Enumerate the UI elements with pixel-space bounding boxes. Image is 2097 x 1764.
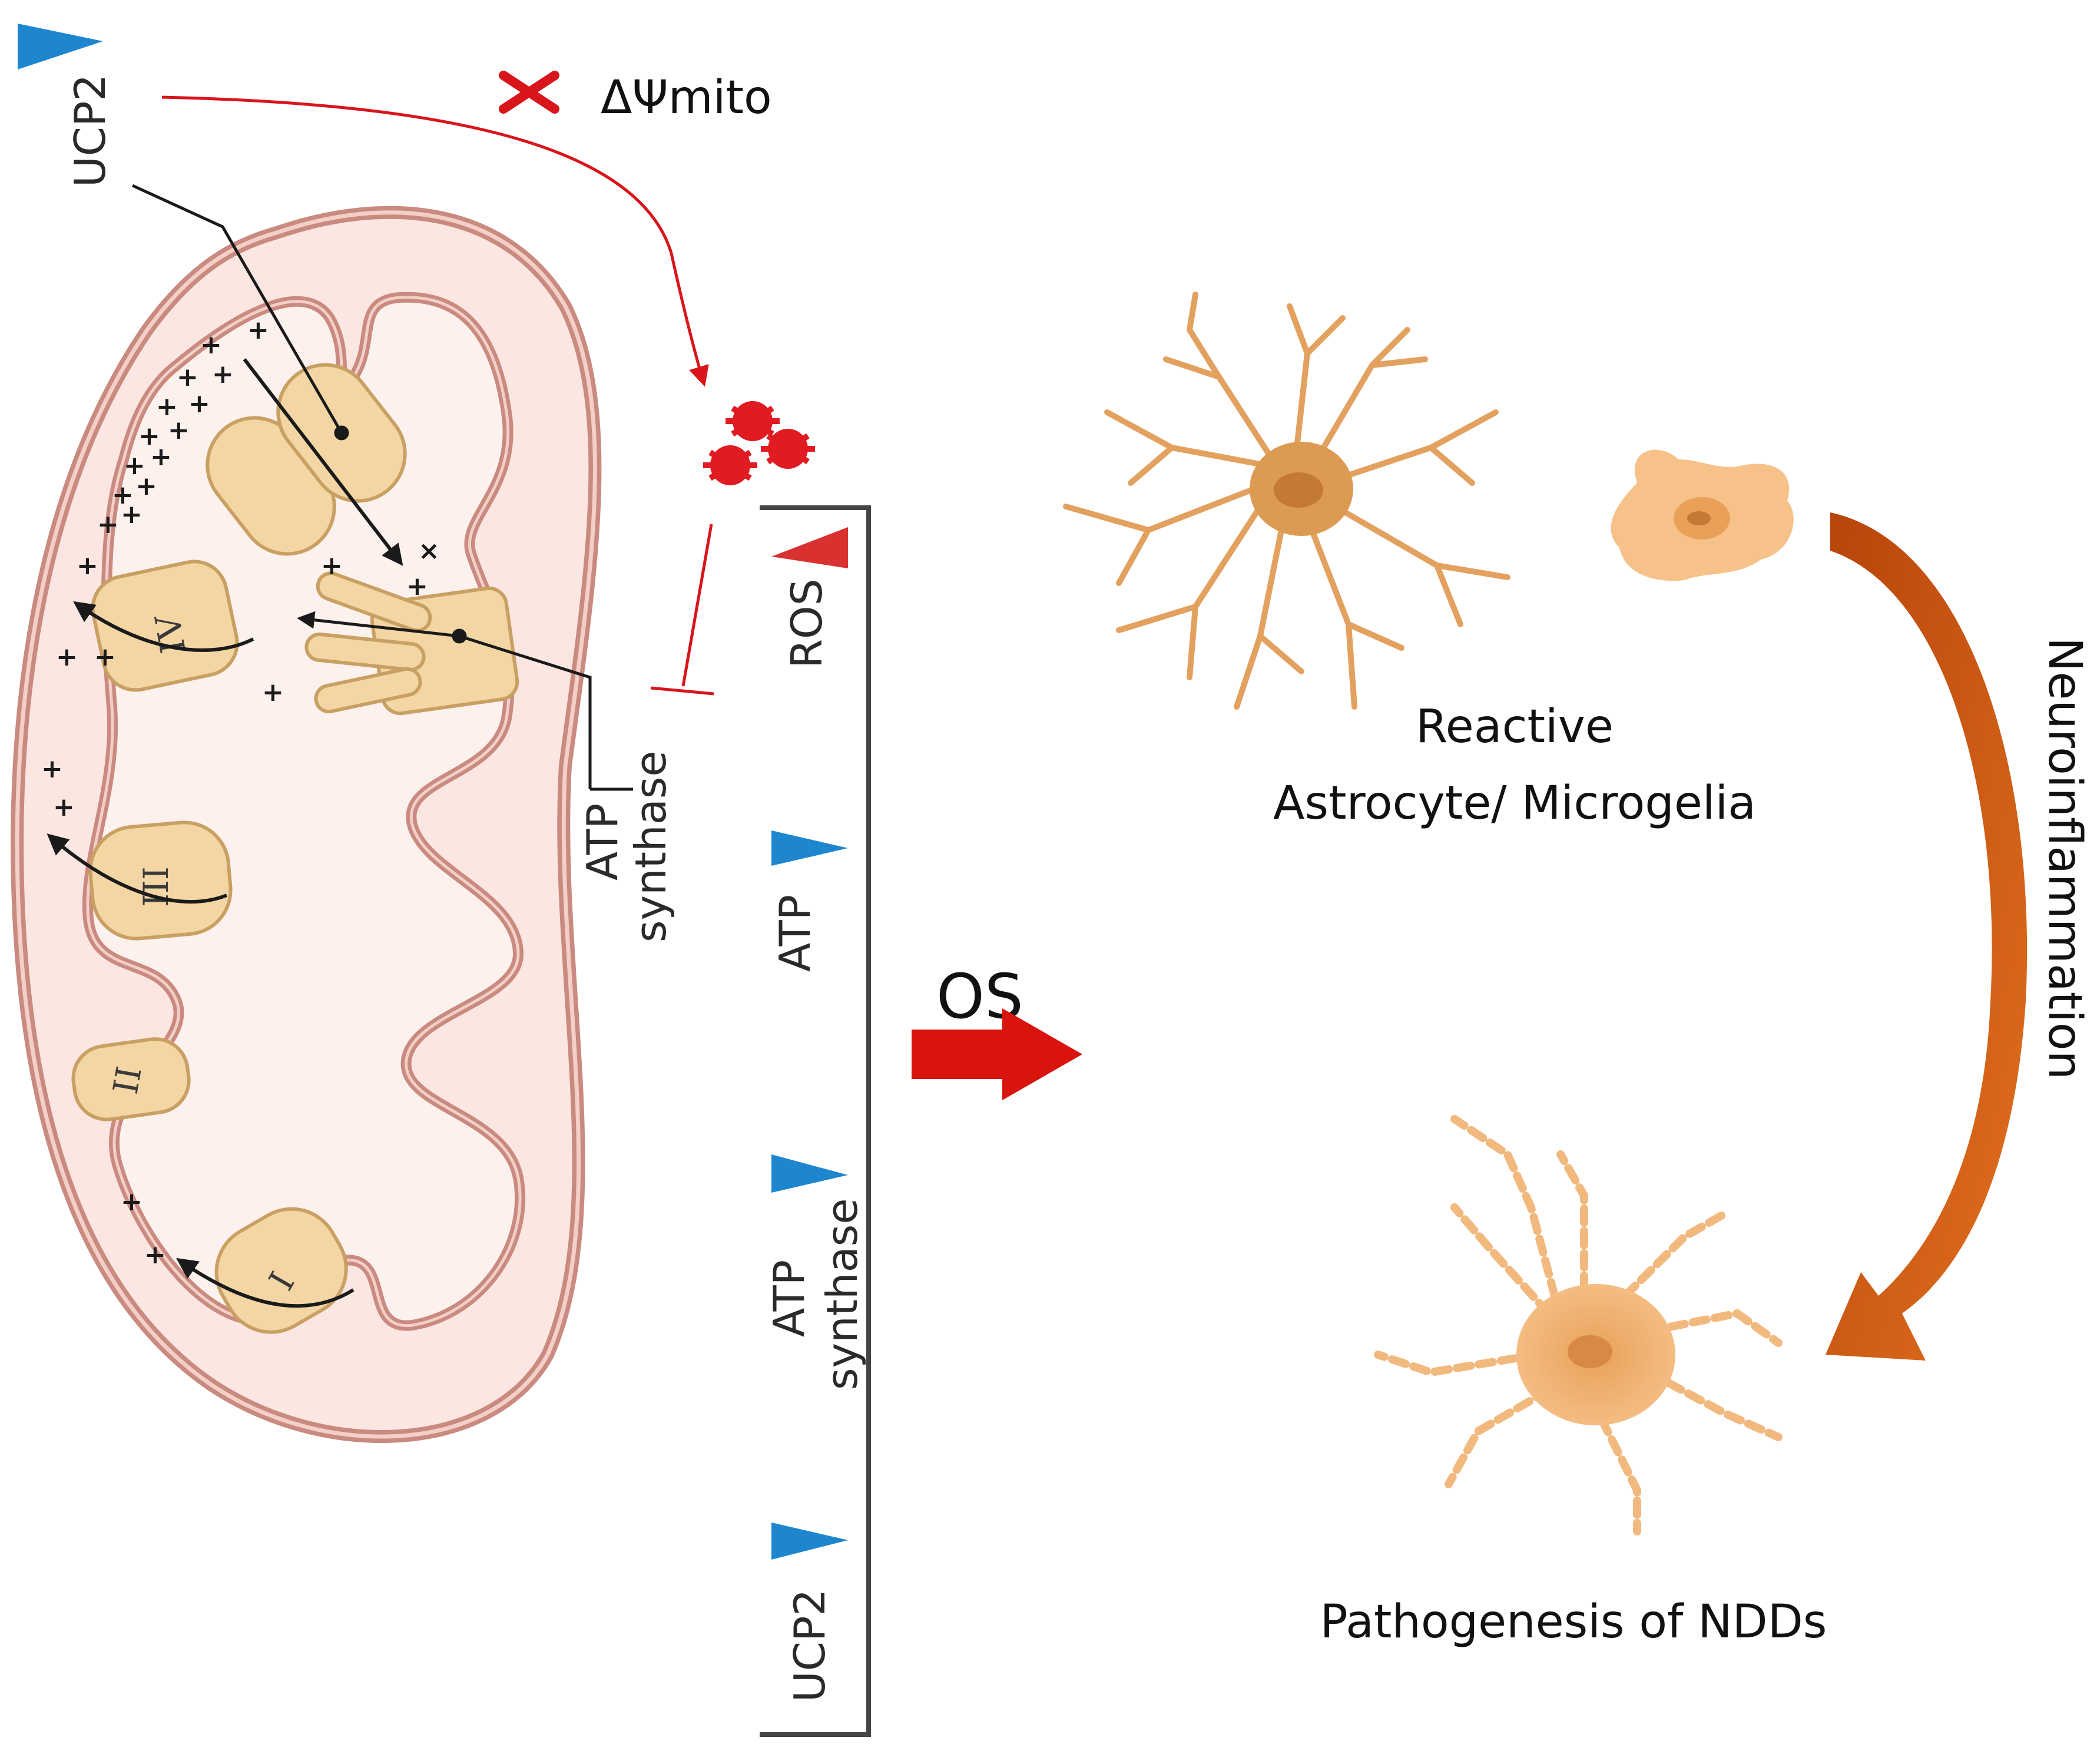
svg-text:+: + — [168, 415, 190, 445]
svg-text:+: + — [94, 642, 116, 672]
complex-ii: II — [71, 1037, 191, 1121]
reactive-label-1: Reactive — [1416, 700, 1614, 753]
svg-text:+: + — [41, 754, 63, 784]
svg-text:+: + — [53, 792, 75, 822]
svg-text:+: + — [97, 509, 119, 540]
reactive-astrocyte-body — [1250, 442, 1353, 536]
svg-text:+: + — [247, 315, 269, 345]
neuroinflammation-arrow-icon — [1826, 512, 2028, 1361]
svg-text:+: + — [177, 362, 198, 392]
cross-icon — [499, 71, 559, 114]
mitochondrion: IV III II I — [11, 184, 633, 1443]
atp-label: ATP — [770, 895, 820, 972]
down-arrow-icon — [771, 830, 848, 866]
svg-text:+: + — [200, 330, 222, 360]
ucp2-indicator: UCP2 — [771, 1523, 848, 1702]
svg-text:×: × — [418, 536, 440, 566]
ros-particles-icon — [703, 401, 815, 485]
svg-text:+: + — [138, 421, 160, 451]
down-arrow-icon — [18, 24, 103, 69]
neuroinflammation-label: Neuroinflammation — [2038, 637, 2091, 1080]
ucp2-top-indicator: UCP2 — [18, 24, 115, 187]
svg-text:+: + — [212, 359, 234, 389]
reactive-label: Reactive Astrocyte/ Microgelia — [1273, 700, 1756, 830]
proton-flow-arrows — [47, 358, 403, 1308]
atp-synthase-label-2: synthase — [817, 1198, 867, 1390]
delta-psi-indicator: ΔΨmito — [499, 71, 772, 124]
down-arrow-icon — [771, 1523, 848, 1560]
ucp2-top-label: UCP2 — [65, 74, 115, 187]
degenerating-neuron-icon — [1374, 1115, 1783, 1535]
svg-text:+: + — [188, 389, 210, 419]
inner-membrane-line — [86, 296, 522, 1328]
svg-text:+: + — [150, 442, 172, 472]
neuroinflammation-arrow: Neuroinflammation — [1826, 512, 2091, 1361]
svg-text:+: + — [112, 480, 134, 510]
ucp2-label: UCP2 — [785, 1589, 834, 1702]
degenerating-neuron-body — [1516, 1284, 1675, 1425]
svg-text:+: + — [121, 1187, 143, 1217]
svg-text:+: + — [144, 1240, 166, 1270]
svg-text:+: + — [406, 571, 428, 601]
atp-indicator: ATP — [770, 830, 848, 972]
svg-text:+: + — [156, 392, 178, 422]
svg-text:+: + — [135, 471, 157, 501]
complex-i: I — [214, 1207, 348, 1334]
svg-text:+: + — [124, 451, 145, 481]
pointer-lines — [131, 184, 633, 791]
atp-synthase-inner-label-2: synthase — [626, 750, 675, 942]
up-arrow-icon — [771, 527, 848, 568]
down-arrow-icon — [771, 1154, 848, 1193]
ros-indicator: ROS — [771, 527, 848, 668]
delta-psi-label: ΔΨmito — [601, 71, 772, 124]
complex-iii: III — [88, 820, 233, 941]
pathogenesis-label: Pathogenesis of NDDs — [1320, 1596, 1827, 1649]
svg-text:+: + — [321, 551, 343, 581]
microglia-icon — [1611, 449, 1794, 581]
atp-synthase-label-1: ATP — [764, 1260, 814, 1337]
ros-inhibition-line — [650, 524, 714, 696]
atp-synthase-indicator: ATP synthase — [764, 1154, 867, 1390]
reactive-label-2: Astrocyte/ Microgelia — [1273, 777, 1756, 830]
atp-synthase-inner-label: ATP synthase — [578, 750, 675, 942]
complex-iv: IV — [91, 560, 239, 692]
reactive-astrocyte-icon — [1063, 292, 1510, 710]
atp-synthase-complex — [304, 571, 519, 716]
os-arrow: OS — [912, 961, 1082, 1100]
svg-text:+: + — [77, 551, 98, 581]
svg-text:+: + — [56, 642, 78, 672]
atp-synthase-inner-label-1: ATP — [578, 803, 627, 881]
svg-text:+: + — [262, 677, 284, 707]
ros-label: ROS — [782, 579, 831, 668]
proton-plus-signs: + + + + + + + + + + + + + + + + + + + + … — [41, 315, 440, 1270]
svg-text:+: + — [121, 499, 143, 529]
outer-membrane-inner-line — [15, 210, 597, 1439]
summary-bracket — [760, 505, 871, 1737]
os-arrow-icon — [912, 1008, 1082, 1100]
ucp2-to-ros-arrow — [161, 95, 709, 387]
